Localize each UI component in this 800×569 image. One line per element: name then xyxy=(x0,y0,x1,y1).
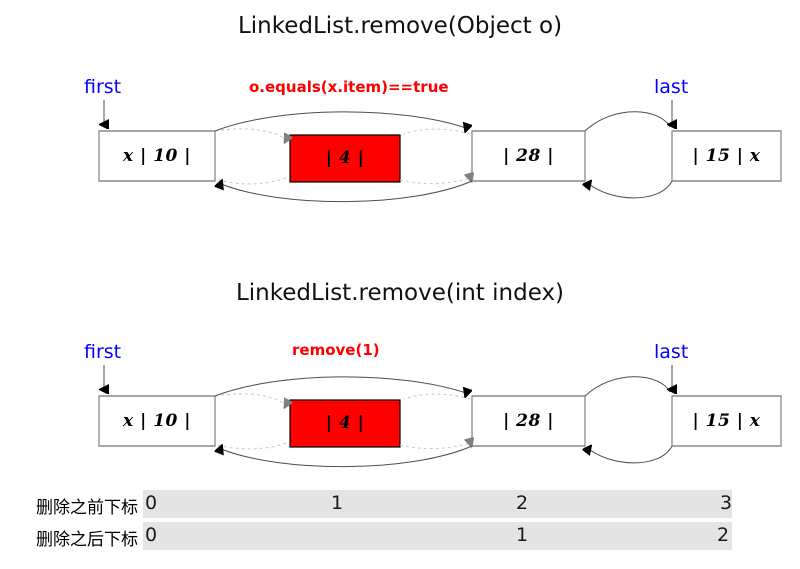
node-value-2-removed: | 4 | xyxy=(325,148,365,168)
old-link-2-to-3 xyxy=(399,178,470,185)
index-row-before-background xyxy=(143,490,732,518)
node-value-1: x | 10 | xyxy=(123,146,191,166)
index-after-cell-2: 2 xyxy=(717,524,730,546)
old-link-3-to-2 xyxy=(403,128,471,135)
node-box-4 xyxy=(671,130,782,182)
page-title-remove-index: LinkedList.remove(int index) xyxy=(235,280,565,306)
index-row-after-background xyxy=(143,522,732,550)
old-link-2-to-1-lower xyxy=(216,442,287,450)
index-before-cell-0: 0 xyxy=(145,492,158,514)
last-pointer-label-1: last xyxy=(654,76,689,98)
node-box-1-lower xyxy=(98,395,216,447)
first-pointer-label-2: first xyxy=(84,341,122,363)
link-4-to-3-bottom xyxy=(589,181,673,199)
new-link-1-to-3-top xyxy=(214,111,466,131)
node-box-4-lower xyxy=(671,395,782,447)
index-after-cell-0: 0 xyxy=(145,524,158,546)
old-link-1-to-2 xyxy=(214,128,286,139)
old-link-2-to-1 xyxy=(216,177,287,185)
index-before-cell-3: 3 xyxy=(720,492,733,514)
node-value-3: | 28 | xyxy=(503,146,554,166)
link-4-to-3-bottom-lower xyxy=(589,446,673,464)
old-link-1-to-2-lower xyxy=(214,393,286,404)
index-before-cell-1: 1 xyxy=(331,492,344,514)
node-value-2-removed-lower: | 4 | xyxy=(325,413,365,433)
index-after-cell-1: 1 xyxy=(516,524,529,546)
node-box-1 xyxy=(98,130,216,182)
node-box-2-removed xyxy=(289,134,401,183)
link-3-to-4-top-lower xyxy=(584,376,671,397)
last-pointer-label-2: last xyxy=(654,341,689,363)
new-link-1-to-3-top-lower xyxy=(214,376,466,396)
page-title-remove-object: LinkedList.remove(Object o) xyxy=(237,13,563,39)
node-value-4: | 15 | x xyxy=(692,146,761,166)
annotation-equals-condition: o.equals(x.item)==true xyxy=(249,78,449,96)
node-value-1-lower: x | 10 | xyxy=(123,411,191,431)
diagram-2-graphics xyxy=(98,365,782,468)
diagram-1-graphics xyxy=(98,100,782,203)
new-link-3-to-1-bottom-lower xyxy=(221,446,473,468)
new-link-3-to-1-bottom xyxy=(221,181,473,203)
old-link-2-to-3-lower xyxy=(399,443,470,450)
index-row-label-before: 删除之前下标 xyxy=(36,498,138,518)
old-link-3-to-2-lower xyxy=(403,393,471,400)
node-value-4-lower: | 15 | x xyxy=(692,411,761,431)
index-before-cell-2: 2 xyxy=(516,492,529,514)
node-box-2-removed-lower xyxy=(289,399,401,448)
node-value-3-lower: | 28 | xyxy=(503,411,554,431)
annotation-remove-index: remove(1) xyxy=(292,341,380,359)
first-pointer-label-1: first xyxy=(84,76,122,98)
link-3-to-4-top xyxy=(584,111,671,132)
index-row-label-after: 删除之后下标 xyxy=(36,530,138,550)
